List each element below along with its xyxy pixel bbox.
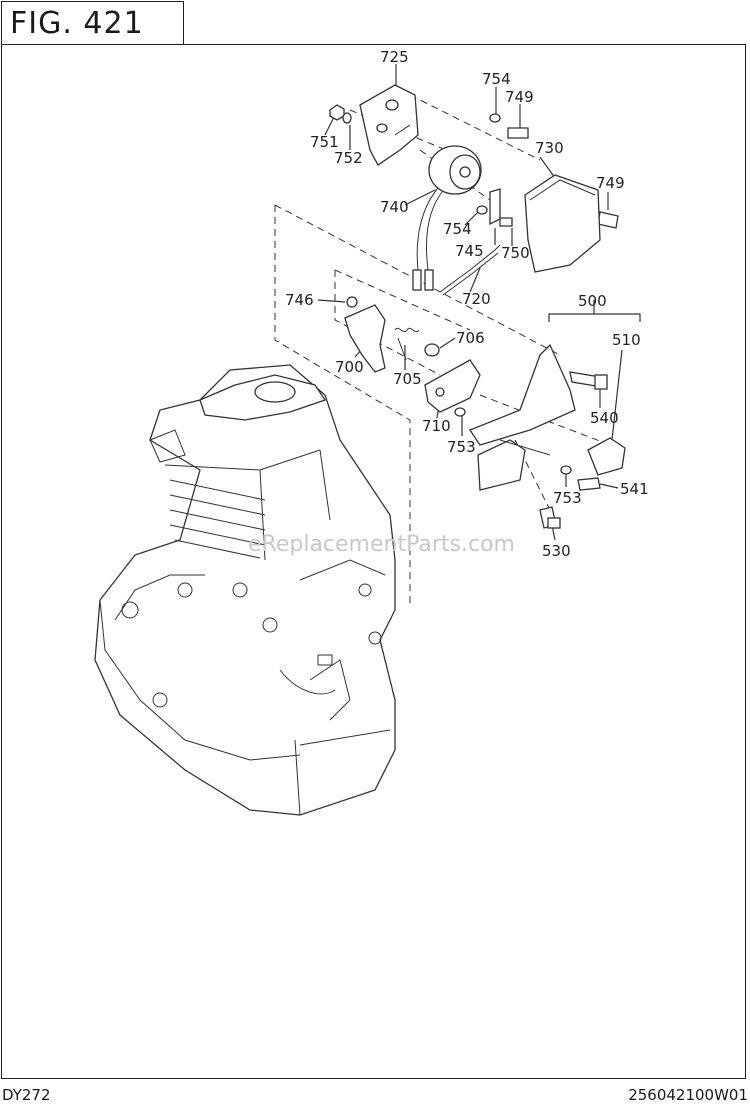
part-washer-754: [476, 113, 501, 215]
callout-740: 740: [380, 198, 409, 216]
figure-title-box: FIG. 421: [1, 1, 184, 45]
callout-754: 754: [443, 220, 472, 238]
callout-leaders: [317, 64, 641, 541]
callout-700: 700: [335, 358, 364, 376]
part-lever-745: [489, 188, 513, 227]
watermark: eReplacementParts.com: [248, 532, 515, 557]
part-washer-753: [454, 407, 572, 475]
callout-500: 500: [578, 292, 607, 310]
callout-753: 753: [553, 489, 582, 507]
callout-730: 730: [535, 139, 564, 157]
part-bolt-530: [539, 506, 561, 529]
part-cover-730: [524, 174, 601, 273]
callout-705: 705: [393, 370, 422, 388]
part-spring-705: [394, 327, 420, 361]
figure-title: FIG. 421: [10, 5, 144, 41]
part-cap-510: [587, 437, 626, 476]
part-bracket-725: [359, 84, 419, 166]
callout-530: 530: [542, 542, 571, 560]
part-magnet-740: [412, 145, 482, 291]
model-label: DY272: [2, 1086, 51, 1104]
part-washer-752: [342, 112, 352, 124]
part-bracket-500: [469, 343, 576, 491]
part-bolt-540: [569, 371, 608, 390]
part-bolt-541: [577, 477, 601, 491]
callout-753: 753: [447, 438, 476, 456]
part-lever-700: [344, 296, 386, 373]
part-nut-751: [329, 104, 345, 121]
part-collar-706: [424, 343, 440, 357]
callout-752: 752: [334, 149, 363, 167]
callout-749: 749: [596, 174, 625, 192]
part-plate-710: [424, 359, 481, 413]
document-number: 256042100W01: [628, 1086, 748, 1104]
callout-749: 749: [505, 88, 534, 106]
callout-labels: 725 754 749 751 752 730 749 740 754 745 …: [285, 48, 649, 560]
callout-745: 745: [455, 242, 484, 260]
diagram-frame: [1, 44, 746, 1079]
callout-750: 750: [501, 244, 530, 262]
part-rod-720: [439, 244, 501, 296]
callout-541: 541: [620, 480, 649, 498]
callout-540: 540: [590, 409, 619, 427]
part-bolt-749: [507, 127, 619, 229]
callout-710: 710: [422, 417, 451, 435]
callout-706: 706: [456, 329, 485, 347]
callout-746: 746: [285, 291, 314, 309]
callout-510: 510: [612, 331, 641, 349]
callout-725: 725: [380, 48, 409, 66]
callout-720: 720: [462, 290, 491, 308]
callout-754: 754: [482, 70, 511, 88]
engine-block: [94, 364, 396, 816]
callout-751: 751: [310, 133, 339, 151]
